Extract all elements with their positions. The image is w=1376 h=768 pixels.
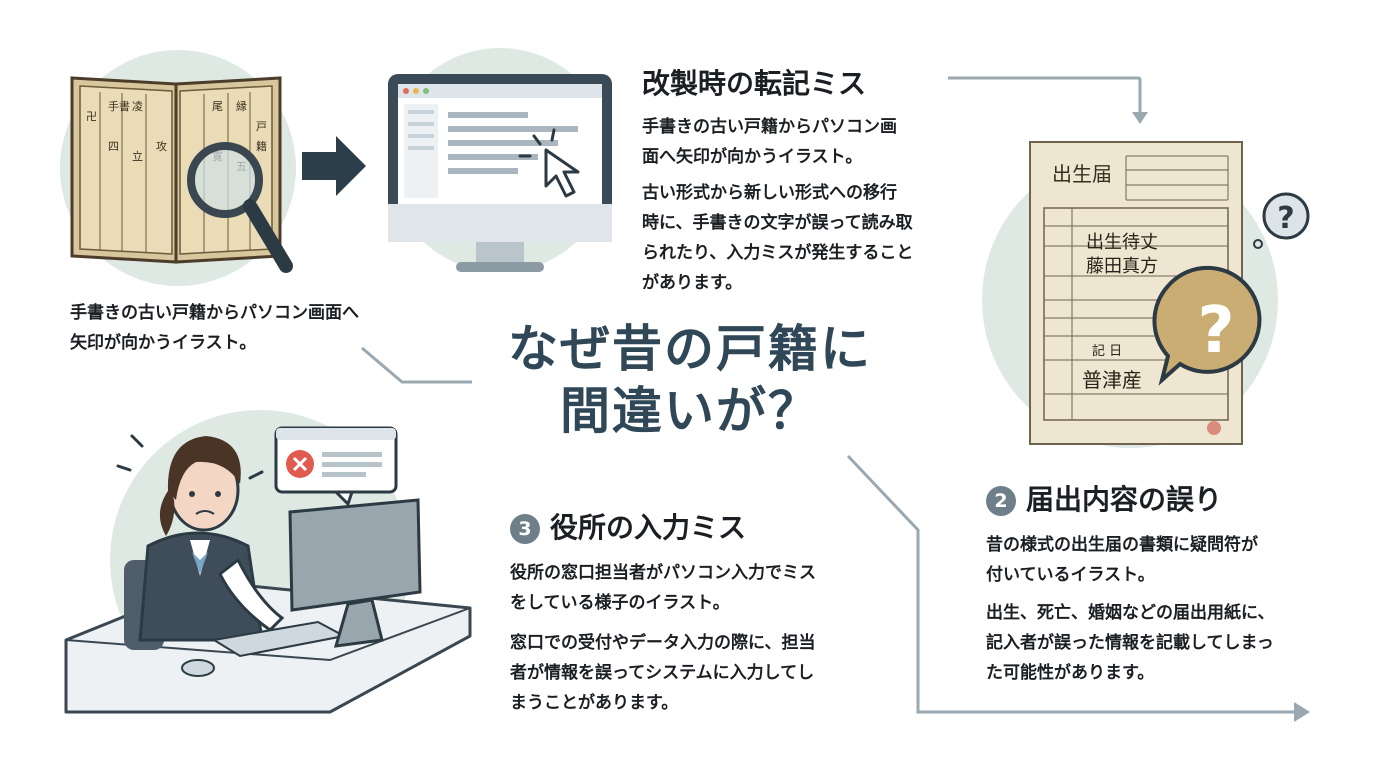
main-title-line1: なぜ昔の戸籍に: [508, 320, 872, 378]
svg-text:四: 四: [108, 140, 119, 153]
svg-text:縁: 縁: [236, 99, 247, 113]
section1-caption-line: 面へ矢印が向かうイラスト。: [642, 147, 863, 167]
form-handwriting-3: 記 日: [1092, 344, 1123, 359]
svg-text:?: ?: [1277, 201, 1294, 236]
svg-text:戸: 戸: [256, 120, 267, 133]
form-handwriting-1: 出生待丈: [1086, 232, 1158, 253]
section3-description: 窓口での受付やデータ入力の際に、担当 者が情報を誤ってシステムに入力してし まう…: [510, 628, 816, 718]
section1-description: 古い形式から新しい形式への移行 時に、手書きの文字が誤って読み取 られたり、入力…: [642, 178, 913, 298]
section1-heading: 改製時の転記ミス: [642, 67, 867, 100]
svg-text:凌: 凌: [132, 99, 143, 113]
section1-description-line: 古い形式から新しい形式への移行: [642, 183, 897, 203]
section3-description-line: 窓口での受付やデータ入力の際に、担当: [510, 633, 816, 653]
image-caption-line: 矢印が向かうイラスト。: [70, 333, 257, 353]
connector-arrow-top: [948, 76, 1142, 118]
svg-text:尾: 尾: [212, 100, 223, 113]
section1-image-caption: 手書きの古い戸籍からパソコン画面へ 矢印が向かうイラスト。: [70, 298, 359, 358]
transfer-arrow-icon: [302, 136, 366, 196]
section3-heading: 役所の入力ミス: [550, 511, 747, 544]
section3-caption-line: 役所の窓口担当者がパソコン入力でミス: [510, 563, 816, 583]
arrowhead-top: [1132, 112, 1148, 124]
section2-caption-line: 付いているイラスト。: [986, 565, 1155, 585]
section3-caption-line: をしている様子のイラスト。: [510, 593, 730, 613]
svg-text:手書: 手書: [108, 99, 130, 113]
section2-caption: 昔の様式の出生届の書類に疑問符が 付いているイラスト。: [986, 530, 1258, 590]
section3-description-line: まうことがあります。: [510, 693, 679, 713]
svg-text:立: 立: [132, 149, 143, 163]
svg-text:籍: 籍: [256, 139, 267, 153]
section3-description-line: 者が情報を誤ってシステムに入力してし: [510, 663, 815, 683]
connector-line-left: [361, 346, 472, 384]
section1-caption: 手書きの古い戸籍からパソコン画 面へ矢印が向かうイラスト。: [642, 112, 897, 172]
section2-description-line: 記入者が誤った情報を記載してしまっ: [986, 633, 1274, 653]
section2-heading-row: 2 届出内容の誤り: [986, 478, 1222, 518]
svg-text:卍: 卍: [86, 110, 97, 123]
section1-description-line: 時に、手書きの文字が誤って読み取: [642, 213, 913, 233]
section3-heading-row: 3 役所の入力ミス: [510, 506, 746, 546]
section2-number-badge: 2: [986, 486, 1016, 516]
clerk-at-computer-icon: [64, 426, 472, 714]
main-title-line2: 間違いが？: [560, 382, 820, 440]
section2-description-line: 出生、死亡、婚姻などの届出用紙に、: [986, 603, 1275, 623]
section2-heading: 届出内容の誤り: [1026, 483, 1223, 516]
section2-caption-line: 昔の様式の出生届の書類に疑問符が: [986, 535, 1258, 555]
form-handwriting-2: 藤田真方: [1086, 256, 1158, 277]
question-mark-icon: ?: [1152, 265, 1262, 386]
section3-caption: 役所の窓口担当者がパソコン入力でミス をしている様子のイラスト。: [510, 558, 816, 618]
section2-description-line: た可能性があります。: [986, 663, 1155, 683]
connector-arrow-bottom: [846, 454, 1300, 714]
section1-caption-line: 手書きの古い戸籍からパソコン画: [642, 117, 897, 137]
section1-description-line: られたり、入力ミスが発生すること: [642, 243, 914, 263]
section1-description-line: があります。: [642, 273, 743, 293]
computer-monitor-icon: [388, 74, 612, 272]
image-caption-line: 手書きの古い戸籍からパソコン画面へ: [70, 303, 359, 323]
section3-number-badge: 3: [510, 514, 540, 544]
svg-text:攻: 攻: [156, 139, 167, 153]
arrowhead-bottom: [1294, 702, 1310, 722]
main-title: なぜ昔の戸籍に 間違いが？: [480, 318, 900, 442]
form-title: 出生届: [1052, 162, 1112, 186]
section2-description: 出生、死亡、婚姻などの届出用紙に、 記入者が誤った情報を記載してしまっ た可能性…: [986, 598, 1275, 688]
small-question-mark-icon: ?: [1253, 192, 1310, 249]
svg-text:?: ?: [1197, 294, 1234, 368]
form-handwriting-4: 普津産: [1082, 368, 1142, 392]
